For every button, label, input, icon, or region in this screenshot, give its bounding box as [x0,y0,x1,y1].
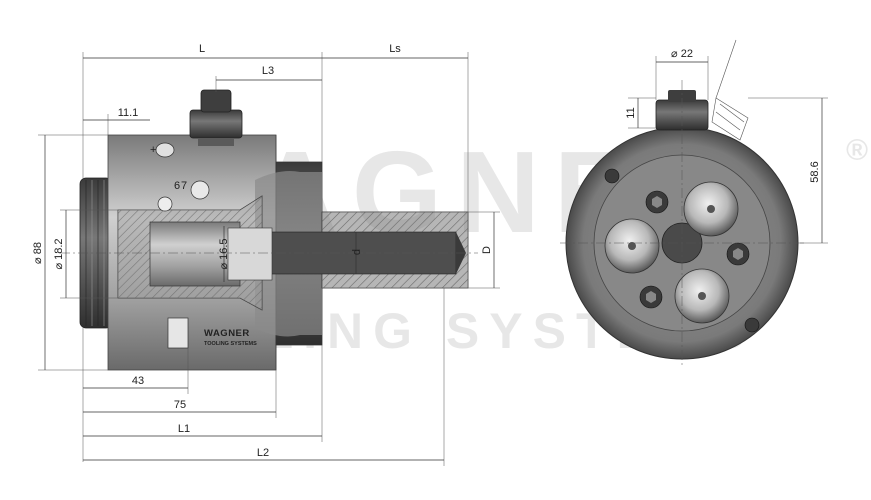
dim-D: D [481,246,493,254]
dim-d88: ⌀ 88 [32,242,44,264]
front-dimensions: ⌀ 22 11 58.6 [625,48,828,244]
scale-six: 6 [174,180,180,192]
top-knob [189,89,243,146]
dim-75: 75 [174,399,186,411]
watermark-registered: ® [846,134,868,167]
dim-L2: L2 [257,447,269,459]
dim-11: 11 [625,107,637,118]
side-view: + 6 7 WAGNER TOOLING SYSTEMS [60,89,478,371]
hex-screws [639,190,750,309]
scale-plus: + [150,144,156,156]
side-screw-outline [711,39,749,141]
dim-Ls: Ls [389,43,401,55]
dim-58-6: 58.6 [809,161,821,182]
dim-d18-2: ⌀ 18.2 [53,238,65,269]
adjustment-scale: + 6 7 [150,142,210,212]
dim-11-1: 11.1 [118,107,139,119]
dim-L1: L1 [178,423,190,435]
dim-d: d [351,249,363,255]
logo-subtitle: TOOLING SYSTEMS [204,341,257,347]
logo-brand: WAGNER [204,328,250,339]
dim-43: 43 [132,375,144,387]
shank [269,211,469,289]
dim-d22: ⌀ 22 [671,48,693,60]
dim-L: L [199,43,205,55]
logo-plate: WAGNER TOOLING SYSTEMS [167,317,257,349]
dim-L3: L3 [262,65,274,77]
dim-d16-5: ⌀ 16.5 [218,238,230,269]
rollers [604,181,739,324]
scale-seven: 7 [181,180,187,192]
side-dimensions: L Ls L3 11.1 ⌀ 88 ⌀ 18.2 ⌀ 16.5 d D [32,43,500,466]
front-view [560,39,805,365]
